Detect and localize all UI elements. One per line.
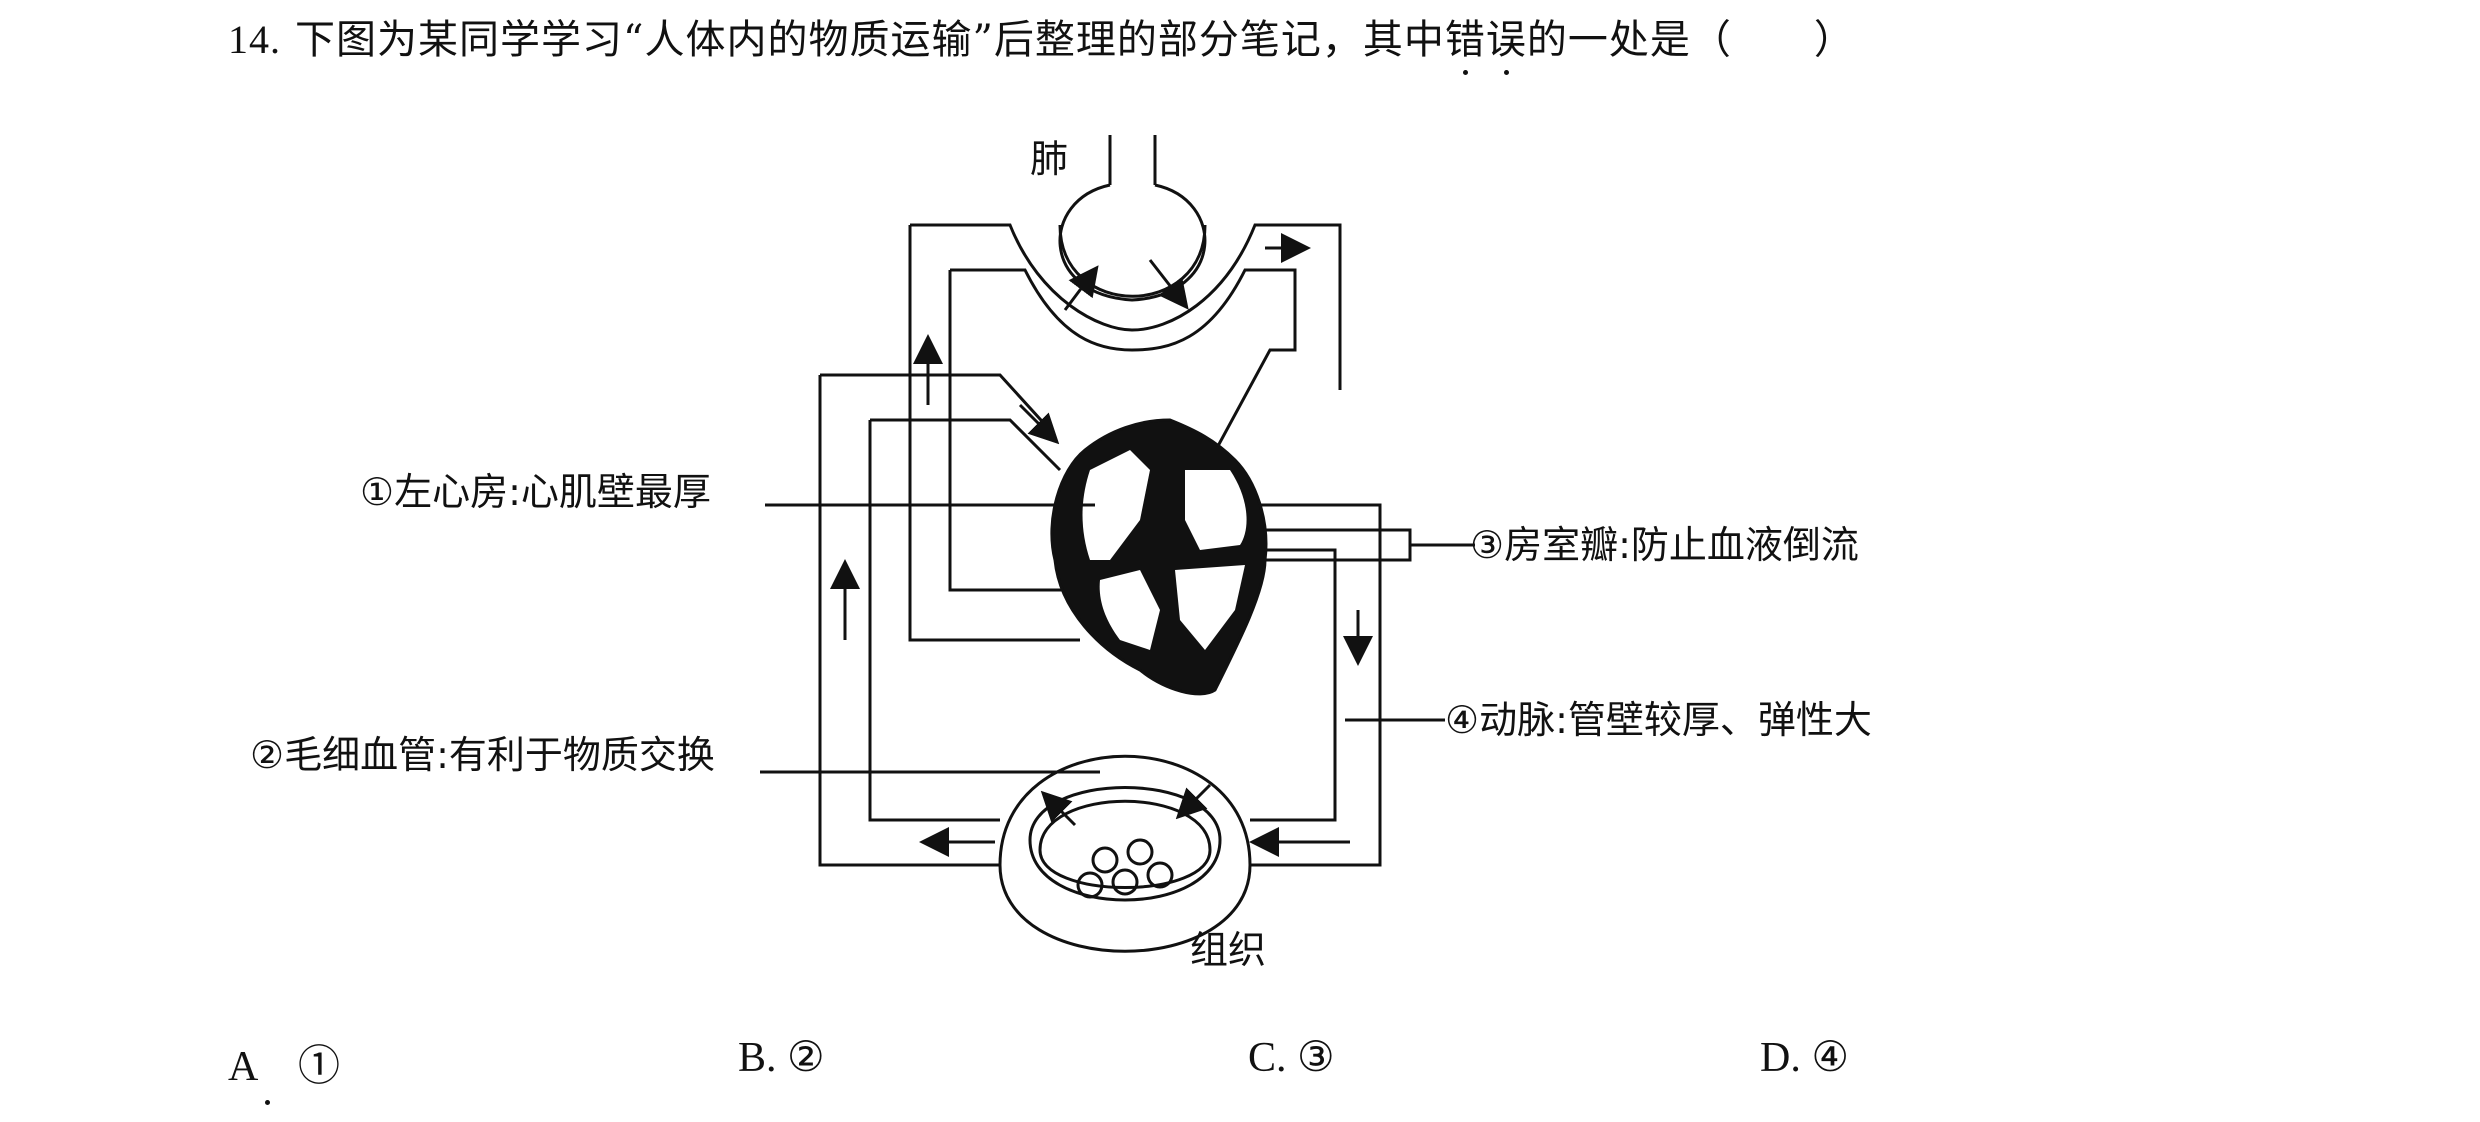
pulmonary-capillary-inner <box>950 268 1297 471</box>
question-text: 下图为某同学学习“人体内的物质运输”后整理的部分笔记，其中 <box>295 17 1445 63</box>
tissue-cell <box>1076 871 1104 899</box>
flow-arrow <box>1063 265 1099 311</box>
question-number: 14. <box>228 17 281 62</box>
option-b[interactable]: B. ② <box>738 1035 825 1081</box>
question-stem: 14. 下图为某同学学习“人体内的物质运输”后整理的部分笔记，其中错误的一处是（ … <box>228 10 1855 70</box>
vena-cava-upper <box>820 373 1052 432</box>
emphasis-char: 误 <box>1485 17 1527 63</box>
option-d[interactable]: D. ④ <box>1760 1035 1849 1081</box>
pulmonary-vein-path <box>948 270 1065 592</box>
label-artery: ④动脉:管壁较厚、弹性大 <box>1445 698 1872 742</box>
option-a[interactable]: A ① <box>228 1044 341 1090</box>
tissue-cell <box>1146 861 1174 889</box>
tissue-cell-boundary <box>1038 799 1212 889</box>
tissue-cell <box>1091 846 1119 874</box>
systemic-artery-inner <box>1250 548 1337 822</box>
tissue-capillary-inner <box>1028 786 1222 902</box>
pulmonary-artery-path <box>908 225 1080 642</box>
flow-arrow <box>1018 403 1060 445</box>
flow-arrow <box>1175 783 1212 820</box>
emphasis-char: 错 <box>1444 17 1486 63</box>
alveolus-inner <box>1058 224 1207 298</box>
tissue-cell <box>1111 868 1139 896</box>
question-text-end: 的一处是（ ） <box>1526 17 1855 63</box>
systemic-vein-inner <box>868 420 1000 822</box>
label-left-atrium: ①左心房:心肌壁最厚 <box>360 470 711 514</box>
lung-label: 肺 <box>1030 137 1068 181</box>
systemic-artery-outer <box>1250 503 1382 867</box>
pulmonary-capillary-outer <box>910 223 1342 390</box>
label-valve: ③房室瓣:防止血液倒流 <box>1470 523 1859 567</box>
flow-arrow <box>1148 259 1189 310</box>
option-c[interactable]: C. ③ <box>1248 1035 1335 1081</box>
tissue-label: 组织 <box>1190 928 1266 972</box>
tissue-capillary-outer <box>998 754 1252 953</box>
heart <box>1050 418 1268 696</box>
option-a-dot <box>265 1100 270 1105</box>
systemic-vein-outer <box>818 375 1000 867</box>
label-capillary: ②毛细血管:有利于物质交换 <box>250 733 715 777</box>
tissue-cell <box>1126 838 1154 866</box>
flow-arrow <box>1040 790 1077 827</box>
alveolus-outer <box>1058 183 1207 302</box>
